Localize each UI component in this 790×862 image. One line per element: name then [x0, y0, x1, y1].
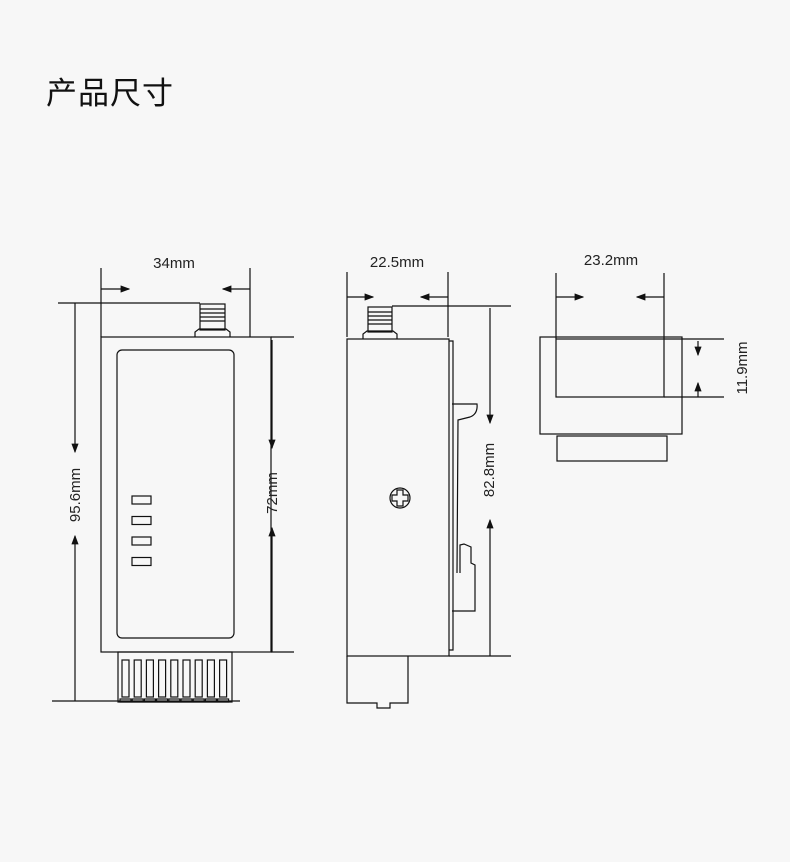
terminal-slot: [206, 659, 215, 698]
top-width-label: 23.2mm: [584, 252, 638, 269]
side-depth-label: 22.5mm: [370, 254, 424, 271]
terminal-slot: [121, 659, 130, 698]
side-case: [346, 338, 450, 657]
terminal-slot: [158, 659, 167, 698]
front-body-height-label: 72mm: [264, 472, 281, 514]
led-indicator: [131, 556, 152, 567]
antenna-connector: [194, 303, 231, 337]
terminal-block: [117, 651, 233, 703]
front-panel: [116, 349, 235, 639]
screw-icon: [389, 487, 411, 509]
din-clip-bottom: [452, 543, 476, 612]
led-indicators: [131, 495, 152, 567]
front-width-label: 34mm: [153, 255, 195, 272]
side-height-label: 82.8mm: [481, 443, 498, 497]
top-inner: [555, 338, 665, 398]
top-view: 23.2mm 11.9mm: [539, 252, 751, 462]
terminal-slot: [170, 659, 179, 698]
din-rail-back: [449, 340, 454, 651]
terminal-slot: [194, 659, 203, 698]
terminal-slot: [219, 659, 228, 698]
page-title: 产品尺寸: [46, 76, 174, 112]
led-indicator: [131, 495, 152, 505]
top-bottom-block: [556, 435, 668, 462]
side-connector: [346, 656, 409, 709]
led-indicator: [131, 515, 152, 526]
front-case: [100, 336, 272, 653]
side-antenna: [362, 306, 398, 339]
din-clip-top: [452, 403, 478, 574]
front-view: 34mm 95.6mm 72mm: [52, 255, 294, 703]
top-outer: [539, 336, 683, 435]
top-height-label: 11.9mm: [734, 341, 751, 394]
front-total-height-label: 95.6mm: [67, 468, 84, 522]
terminal-slot: [182, 659, 191, 698]
terminal-slot: [145, 659, 154, 698]
terminal-slot: [133, 659, 142, 698]
side-view: 22.5mm 82.8mm: [346, 254, 511, 709]
led-indicator: [131, 536, 152, 546]
